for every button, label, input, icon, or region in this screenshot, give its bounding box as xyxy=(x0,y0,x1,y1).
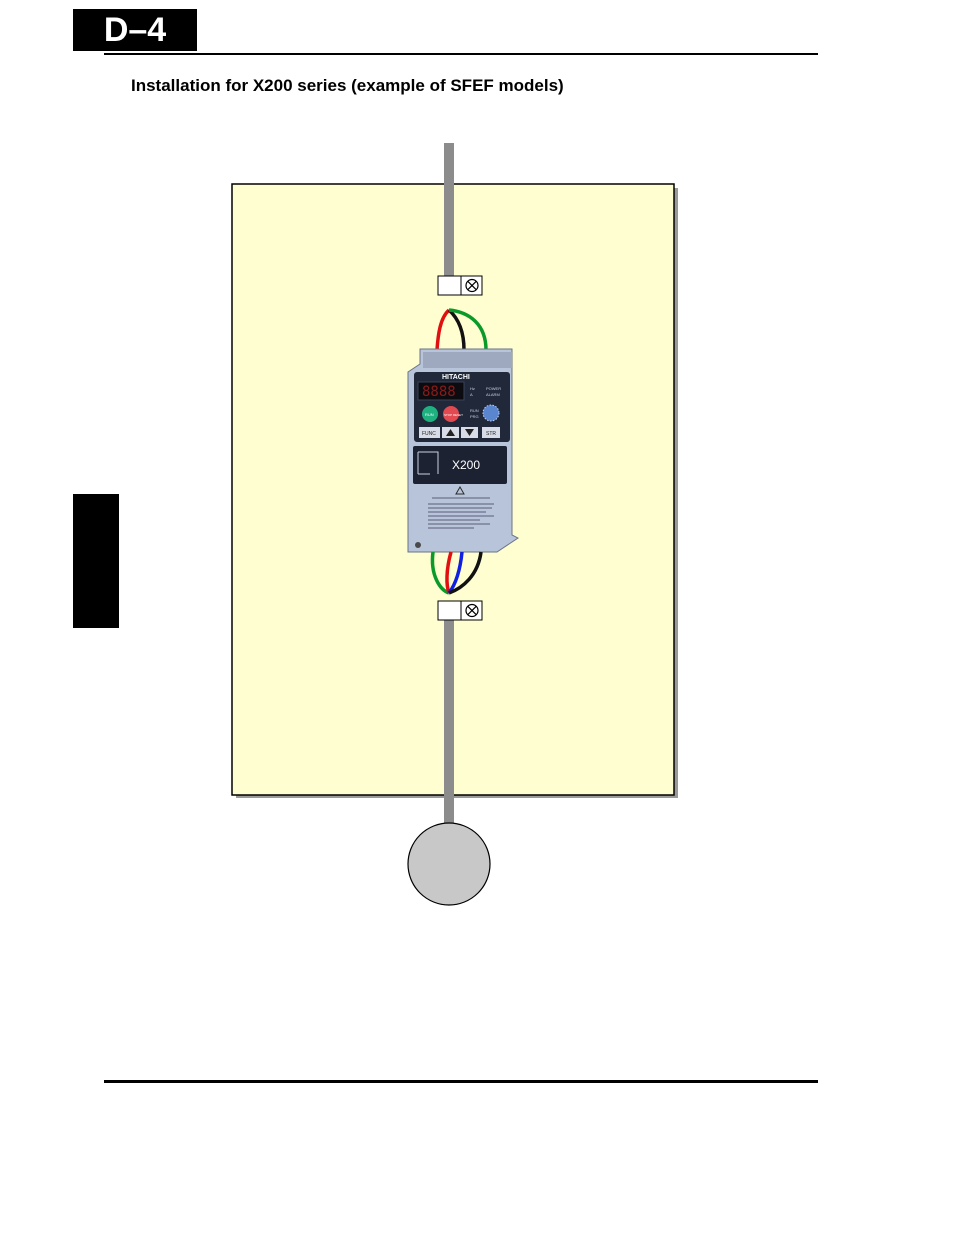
screw-icon xyxy=(465,278,479,293)
section-title: Installation for X200 series (example of… xyxy=(131,76,564,95)
hitachi-logo-frame xyxy=(417,451,439,475)
stop-reset-key xyxy=(443,406,459,422)
led-display: 8888 xyxy=(422,384,456,400)
upper-cable-clamp xyxy=(437,275,483,296)
model-badge xyxy=(413,446,507,484)
warning-triangle-icon xyxy=(455,485,465,495)
model-label: X200 xyxy=(452,458,480,472)
cable-lower xyxy=(444,620,454,825)
page-number-tab: D–4 xyxy=(73,9,197,51)
header-rule xyxy=(104,53,818,55)
mounting-screw-icon xyxy=(415,542,421,548)
run-key-label: RUN xyxy=(425,412,434,417)
indicator-power: POWER xyxy=(486,386,501,391)
stop-key-label: STOP RESET xyxy=(444,413,463,417)
output-wires xyxy=(430,551,483,595)
str-key xyxy=(482,427,500,438)
input-wires xyxy=(435,308,488,351)
down-arrow-icon xyxy=(465,429,474,436)
chapter-side-tab xyxy=(73,494,119,628)
cable-upper xyxy=(444,143,454,278)
inverter-unit: HITACHI 8888 Hz A POWER ALARM RUN STOP R… xyxy=(407,348,519,553)
indicator-prg: PRG xyxy=(470,414,479,419)
func-key-label: FUNC xyxy=(422,431,436,437)
warning-label-text xyxy=(428,497,494,529)
up-arrow-icon xyxy=(446,429,455,436)
run-key xyxy=(422,406,438,422)
footer-rule xyxy=(104,1080,818,1083)
indicator-alarm: ALARM xyxy=(486,392,500,397)
potentiometer-knob xyxy=(482,404,500,422)
indicator-run: RUN xyxy=(470,408,479,413)
func-key xyxy=(419,427,440,438)
indicator-a: A xyxy=(470,392,473,397)
motor-circle xyxy=(407,822,491,906)
screw-icon xyxy=(465,603,479,618)
indicator-hz: Hz xyxy=(470,386,475,391)
brand-label: HITACHI xyxy=(442,374,470,381)
lower-cable-clamp xyxy=(437,600,483,621)
str-key-label: STR xyxy=(486,431,496,437)
